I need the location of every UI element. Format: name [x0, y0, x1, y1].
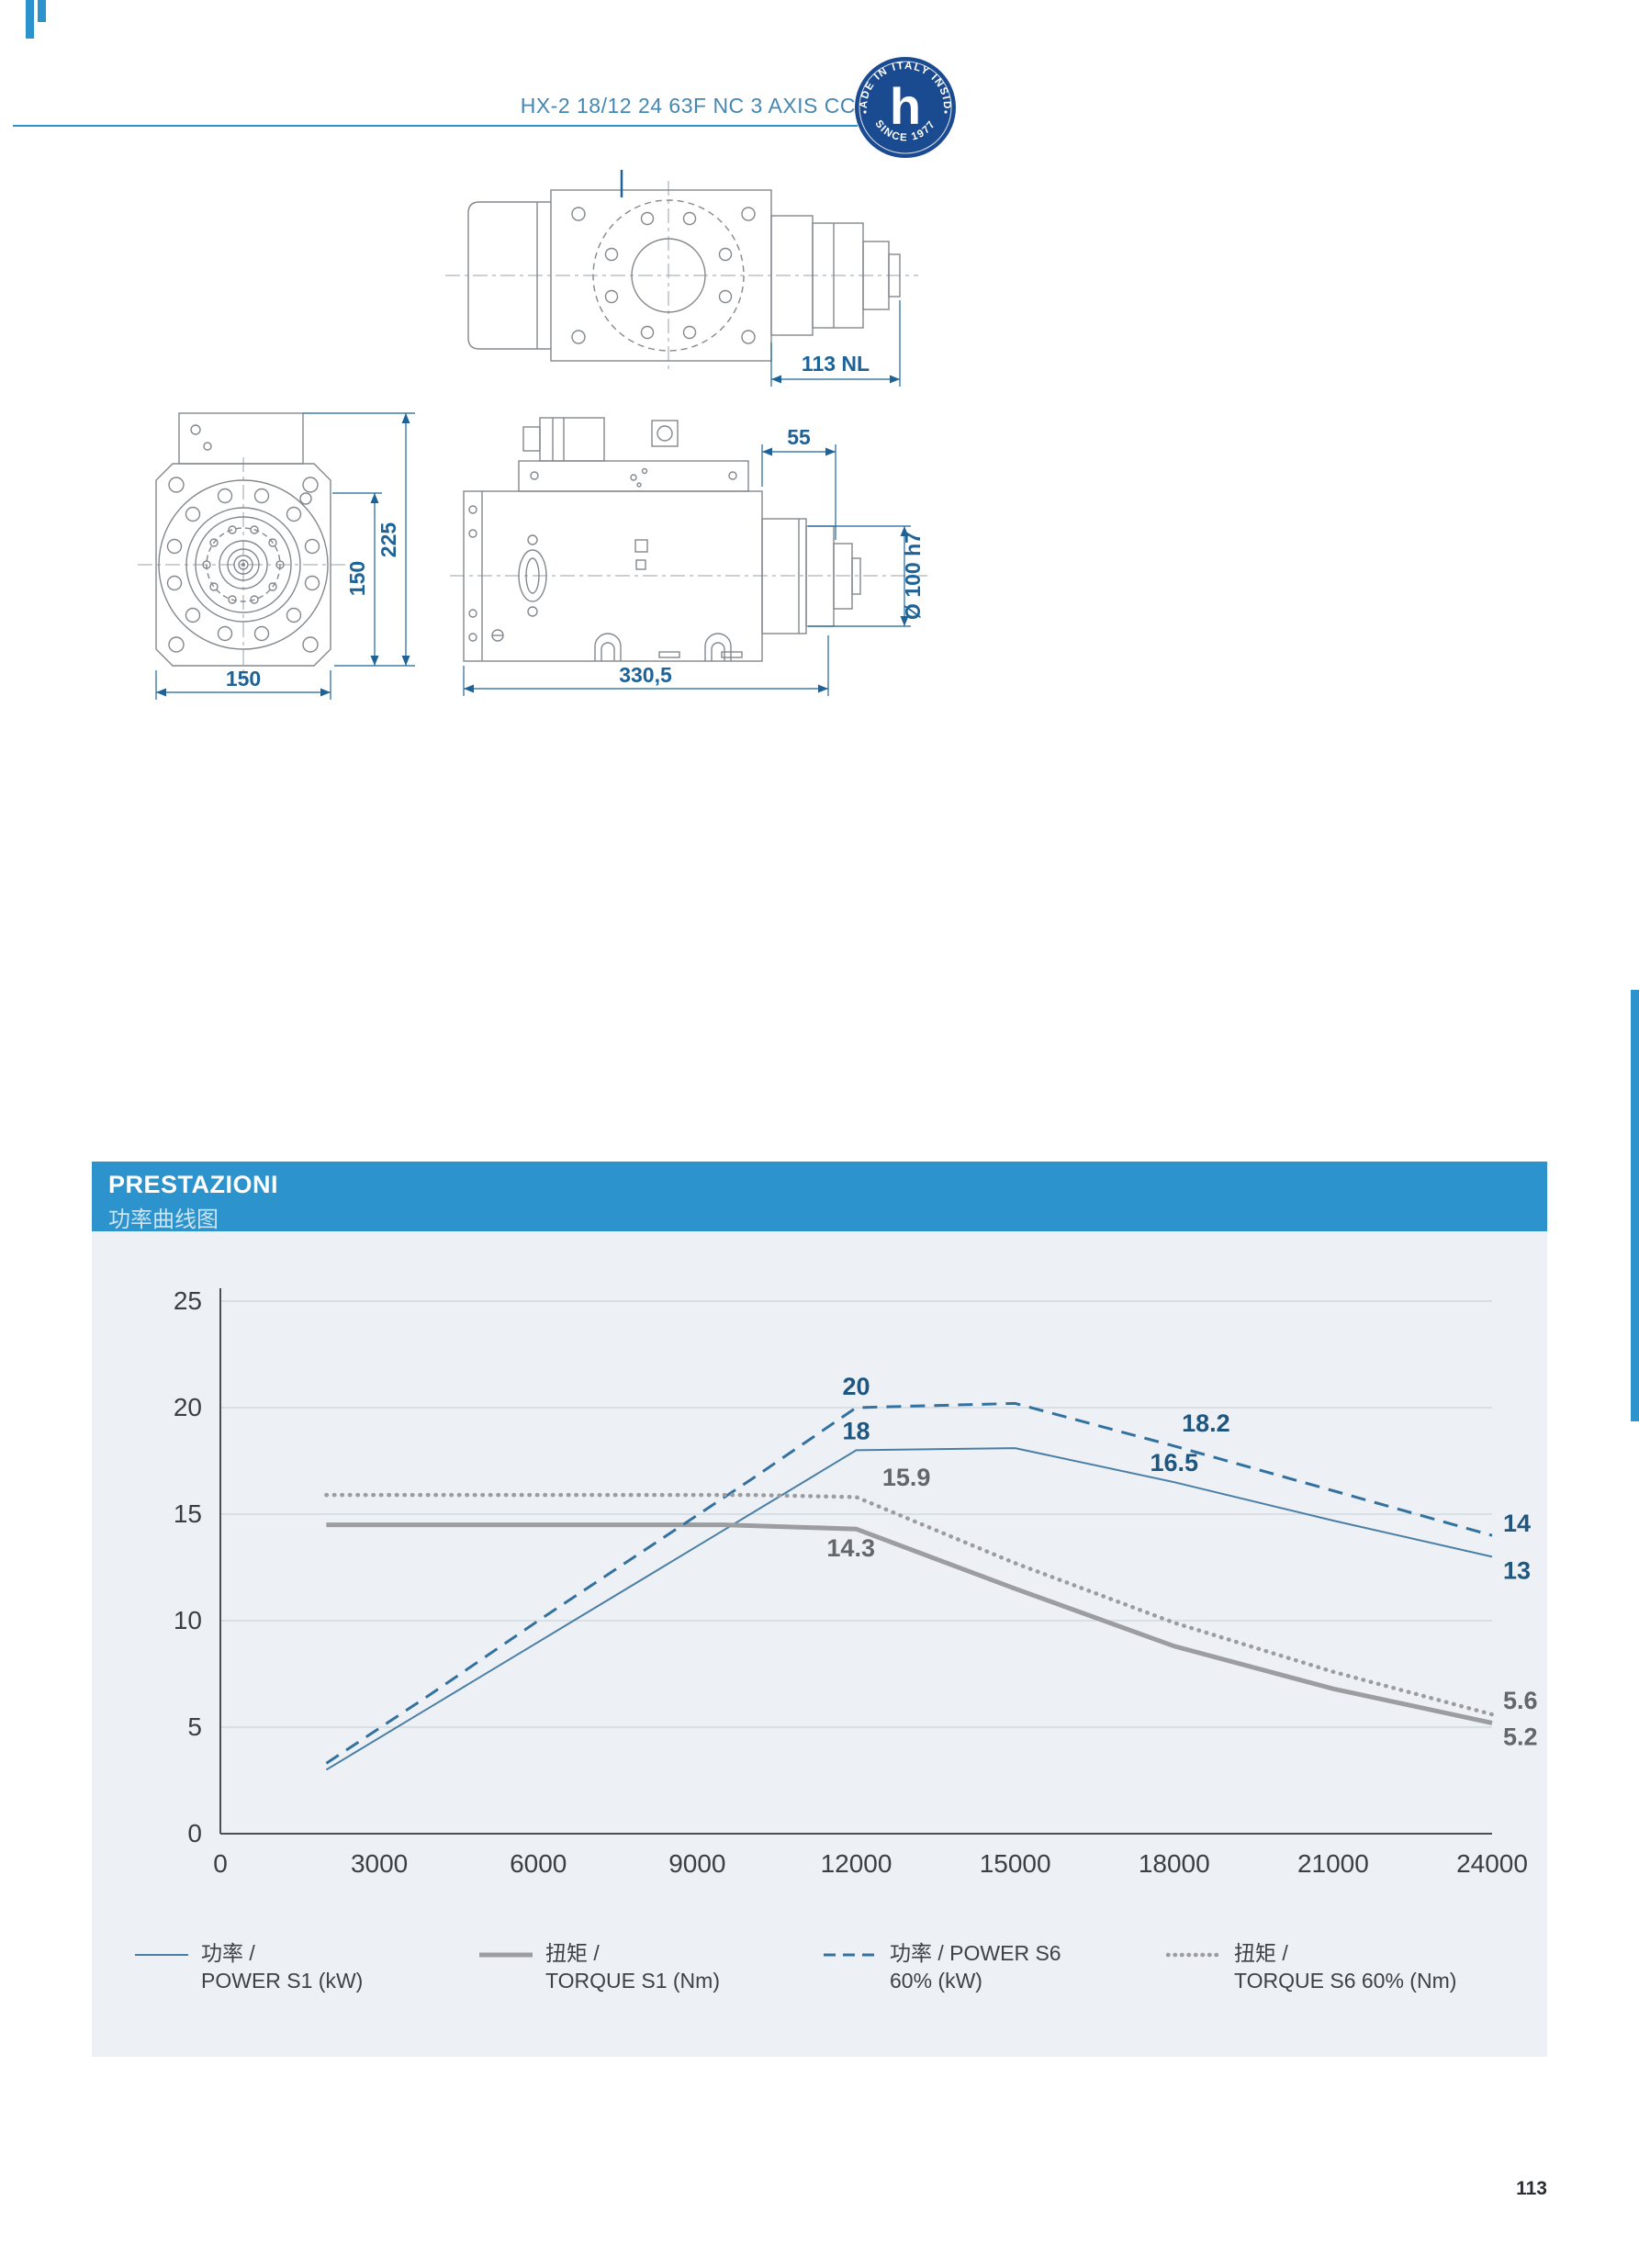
series-torque-s6-60-nm-: [324, 1492, 1495, 1717]
logo-disc: [855, 57, 956, 158]
value-label: 18.2: [1182, 1409, 1230, 1437]
edge-tab-bar: [1631, 990, 1639, 1421]
logo-monogram: h: [890, 77, 921, 135]
top-box: [178, 412, 304, 465]
svg-text:24000: 24000: [1456, 1849, 1528, 1878]
series-power-s1-kw-: [325, 1447, 1493, 1771]
svg-text:6000: 6000: [510, 1849, 567, 1878]
bolt-circle: [592, 199, 745, 352]
value-label: 5.2: [1503, 1723, 1538, 1750]
brand-logo: MADE IN ITALY INSIDE SINCE 1977 h: [853, 55, 956, 158]
svg-text:20: 20: [174, 1393, 202, 1421]
lifting-hook: [704, 633, 732, 661]
performance-title: PRESTAZIONI: [108, 1171, 279, 1198]
dim-330-label: 330,5: [619, 663, 672, 687]
legend-item: 扭矩 /TORQUE S1 (Nm): [477, 1940, 822, 1995]
legend-line-sample: [1166, 1952, 1223, 1958]
svg-text:21000: 21000: [1297, 1849, 1369, 1878]
value-label: 18: [842, 1417, 870, 1444]
legend-label: 功率 /POWER S1 (kW): [201, 1941, 364, 1993]
svg-text:9000: 9000: [668, 1849, 725, 1878]
flange-bore: [631, 238, 706, 313]
legend-line-sample: [479, 1952, 533, 1958]
series-torque-s1-nm-: [326, 1522, 1493, 1725]
print-mark: [26, 0, 34, 39]
performance-panel: PRESTAZIONI 功率曲线图 0 5 10 15 20 25 0 3000 6000 900…: [92, 1162, 1547, 2057]
value-label: 13: [1503, 1556, 1531, 1584]
shaft-end: [888, 253, 901, 298]
sight-glass: [657, 425, 673, 442]
svg-text:15: 15: [174, 1499, 202, 1528]
svg-text:0: 0: [213, 1849, 228, 1878]
page-title: HX-2 18/12 24 63F NC 3 AXIS CC: [520, 94, 856, 118]
svg-text:15000: 15000: [980, 1849, 1051, 1878]
header-rule: [13, 125, 858, 127]
value-label: 20: [842, 1373, 870, 1400]
svg-text:18000: 18000: [1139, 1849, 1210, 1878]
svg-text:5: 5: [187, 1712, 202, 1741]
flange-plate: [155, 463, 331, 667]
svg-text:12000: 12000: [821, 1849, 892, 1878]
side-view-drawing: 55 Ø 100 h7 330,5: [450, 417, 927, 696]
mounting-slot: [518, 549, 547, 602]
dim-113nl-label: 113 NL: [802, 352, 870, 376]
top-plate: [518, 460, 749, 492]
front-view-drawing: 225 150 150: [138, 412, 415, 700]
connector-box: [539, 417, 605, 462]
performance-header: PRESTAZIONI 功率曲线图: [92, 1162, 1547, 1232]
svg-text:0: 0: [187, 1819, 202, 1847]
value-label: 14.3: [826, 1534, 875, 1562]
legend-line-sample: [135, 1954, 188, 1956]
motor-cover: [467, 201, 551, 350]
chart-legend: 功率 /POWER S1 (kW) 扭矩 /TORQUE S1 (Nm) 功率 / …: [133, 1940, 1510, 1995]
legend-label: 扭矩 /TORQUE S6 60% (Nm): [1234, 1941, 1457, 1993]
value-label: 16.5: [1151, 1449, 1199, 1476]
flange-outer-circle: [158, 479, 329, 650]
legend-item: 扭矩 /TORQUE S6 60% (Nm): [1166, 1940, 1510, 1995]
legend-label: 扭矩 /TORQUE S1 (Nm): [545, 1941, 720, 1993]
shaft-nose: [851, 557, 861, 595]
dim-150h-label: 150: [226, 667, 261, 691]
performance-subtitle: 功率曲线图: [108, 1207, 219, 1232]
dim-150v-label: 150: [345, 561, 369, 596]
series-power-s6-60-kw-: [325, 1401, 1493, 1765]
page-number: 113: [1516, 2178, 1547, 2199]
lifting-hook: [594, 633, 622, 661]
legend-item: 功率 /POWER S1 (kW): [133, 1940, 477, 1995]
value-label: 5.6: [1503, 1687, 1538, 1714]
svg-text:10: 10: [174, 1606, 202, 1634]
dim-55-label: 55: [787, 425, 811, 449]
svg-text:3000: 3000: [351, 1849, 408, 1878]
legend-line-sample: [824, 1953, 877, 1957]
dim-225-label: 225: [376, 522, 400, 558]
spindle-center: [241, 563, 245, 567]
top-view-drawing: 113 NL: [445, 170, 918, 387]
performance-chart: 0 5 10 15 20 25 0 3000 6000 9000 12000 15000 18000 21…: [174, 1286, 1538, 1878]
dim-shaft-label: Ø 100 h7: [901, 532, 925, 620]
value-label: 14: [1503, 1510, 1531, 1537]
svg-text:25: 25: [174, 1286, 202, 1315]
value-label: 15.9: [882, 1464, 931, 1491]
print-mark: [38, 0, 46, 22]
